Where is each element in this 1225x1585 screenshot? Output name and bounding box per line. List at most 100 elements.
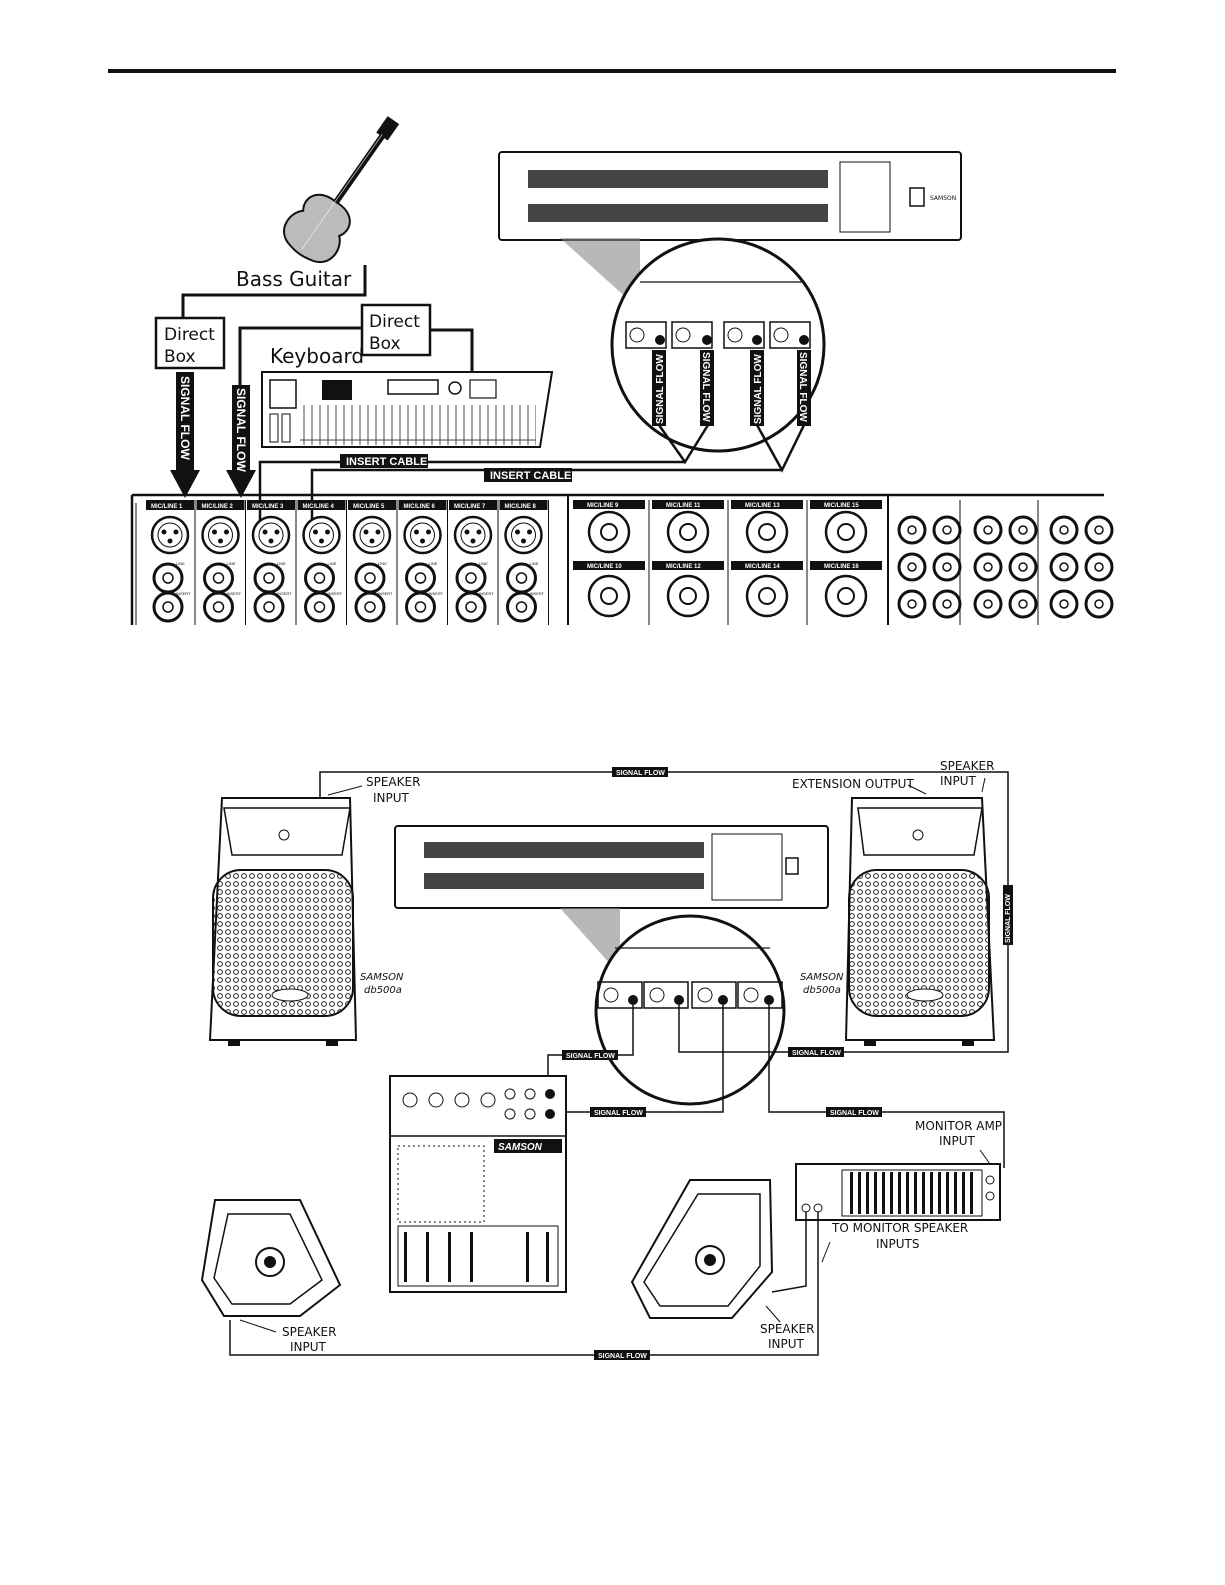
floor-monitor-left-icon	[200, 1199, 342, 1317]
svg-text:SIGNAL FLOW: SIGNAL FLOW	[1005, 894, 1012, 943]
svg-text:SIGNAL FLOW: SIGNAL FLOW	[830, 1110, 879, 1117]
mixer-output-section	[897, 500, 1114, 625]
output-jack	[1049, 515, 1079, 545]
mixer-channel-label: MIC/LINE 1	[151, 504, 183, 510]
svg-text:LINE: LINE	[530, 561, 539, 566]
svg-text:SIGNAL FLOW: SIGNAL FLOW	[797, 352, 808, 422]
mixer-channel-strip: MIC/LINE 8 LINE INSERT	[499, 500, 549, 625]
svg-text:LINE: LINE	[378, 561, 387, 566]
svg-text:SAMSON: SAMSON	[800, 972, 844, 983]
speaker-input-left-1: SPEAKER	[366, 775, 420, 789]
bass-cable	[181, 265, 367, 318]
output-jack	[932, 515, 962, 545]
direct-box-2	[360, 303, 432, 357]
mixer-channel-strip: MIC/LINE 4 LINE INSERT	[297, 500, 347, 625]
small-mixer-icon: SAMSON	[389, 1075, 567, 1293]
svg-text:INSERT: INSERT	[530, 591, 545, 596]
output-jack	[1008, 589, 1038, 619]
mixer-channel-label: MIC/LINE 8	[505, 504, 537, 510]
output-jack	[1049, 589, 1079, 619]
svg-text:LINE: LINE	[429, 561, 438, 566]
mixer-channel-label: MIC/LINE 4	[303, 504, 335, 510]
mixer-channel-strip: MIC/LINE 2 LINE INSERT	[196, 500, 246, 625]
output-jack	[973, 589, 1003, 619]
direct-box-1-label-2: Box	[164, 347, 196, 367]
svg-text:SIGNAL FLOW: SIGNAL FLOW	[234, 388, 248, 472]
mixer-combo-label: MIC/LINE 11	[666, 503, 701, 509]
svg-text:INSERT: INSERT	[227, 591, 242, 596]
equalizer-rack-top: SAMSON	[498, 151, 962, 241]
svg-text:SAMSON: SAMSON	[930, 195, 956, 202]
svg-text:SIGNAL FLOW: SIGNAL FLOW	[566, 1053, 615, 1060]
mixer-combo-pair: MIC/LINE 9 MIC/LINE 10	[573, 500, 650, 625]
eq-zoom-circle-bottom	[594, 914, 786, 1106]
equalizer-rack-bottom	[394, 825, 829, 909]
speaker-input-left-2: INPUT	[373, 791, 410, 805]
output-jack	[1084, 515, 1114, 545]
svg-text:INSERT: INSERT	[328, 591, 343, 596]
svg-text:SIGNAL FLOW: SIGNAL FLOW	[792, 1050, 841, 1057]
direct-box-2-label-1: Direct	[369, 312, 420, 332]
output-jack	[973, 552, 1003, 582]
output-jack	[1049, 552, 1079, 582]
direct-box-2-cable	[238, 326, 362, 385]
mixer-combo-label: MIC/LINE 10	[587, 564, 622, 570]
svg-text:SPEAKER: SPEAKER	[282, 1325, 336, 1339]
svg-text:db500a: db500a	[364, 985, 402, 996]
signal-flow-arrow-2: SIGNAL FLOW	[226, 385, 256, 498]
svg-text:SAMSON: SAMSON	[498, 1142, 543, 1153]
extension-output-label: EXTENSION OUTPUT	[792, 777, 914, 791]
mixer-combo-label: MIC/LINE 12	[666, 564, 701, 570]
svg-text:SIGNAL FLOW: SIGNAL FLOW	[594, 1110, 643, 1117]
svg-text:db500a: db500a	[803, 985, 841, 996]
svg-text:SIGNAL FLOW: SIGNAL FLOW	[598, 1353, 647, 1360]
svg-text:INPUT: INPUT	[939, 1134, 976, 1148]
signal-flow-arrow-1: SIGNAL FLOW	[170, 372, 200, 498]
insert-cable-tag-1	[340, 454, 428, 468]
output-jack	[932, 552, 962, 582]
keyboard-icon	[261, 371, 554, 448]
output-jack	[897, 552, 927, 582]
output-jack	[1008, 515, 1038, 545]
mixer-channel-label: MIC/LINE 2	[202, 504, 234, 510]
svg-text:INSERT CABLE: INSERT CABLE	[490, 470, 571, 482]
svg-text:INSERT: INSERT	[378, 591, 393, 596]
insert-cable-2	[310, 424, 806, 540]
svg-text:INPUTS: INPUTS	[876, 1237, 919, 1251]
mixer-channel-strip: MIC/LINE 6 LINE INSERT	[398, 500, 448, 625]
svg-text:INSERT: INSERT	[429, 591, 444, 596]
mixer-combo-pair: MIC/LINE 11 MIC/LINE 12	[652, 500, 729, 625]
svg-text:INSERT CABLE: INSERT CABLE	[346, 456, 427, 468]
svg-text:SIGNAL FLOW: SIGNAL FLOW	[178, 376, 192, 460]
mixer-channel-label: MIC/LINE 5	[353, 504, 385, 510]
svg-text:INPUT: INPUT	[768, 1337, 805, 1351]
svg-text:SIGNAL FLOW: SIGNAL FLOW	[616, 770, 665, 777]
svg-text:SPEAKER: SPEAKER	[760, 1322, 814, 1336]
svg-text:INSERT: INSERT	[277, 591, 292, 596]
mixer-channel-label: MIC/LINE 6	[404, 504, 436, 510]
output-jack	[1084, 589, 1114, 619]
svg-text:LINE: LINE	[328, 561, 337, 566]
svg-text:SIGNAL FLOW: SIGNAL FLOW	[753, 354, 764, 424]
mixer-combo-label: MIC/LINE 9	[587, 503, 619, 509]
output-jack	[932, 589, 962, 619]
svg-text:INSERT: INSERT	[479, 591, 494, 596]
direct-box-1-label-1: Direct	[164, 325, 215, 345]
svg-text:LINE: LINE	[227, 561, 236, 566]
svg-text:SIGNAL FLOW: SIGNAL FLOW	[655, 354, 666, 424]
monitor-amp-icon	[795, 1163, 1001, 1221]
mixer-combo-label: MIC/LINE 16	[824, 564, 859, 570]
eq-zoom-circle-top	[610, 237, 826, 453]
mixer-channel-label: MIC/LINE 7	[454, 504, 486, 510]
bass-guitar-label: Bass Guitar	[236, 267, 352, 291]
output-jack	[897, 589, 927, 619]
output-jack	[1008, 552, 1038, 582]
bass-guitar-icon	[283, 116, 400, 263]
